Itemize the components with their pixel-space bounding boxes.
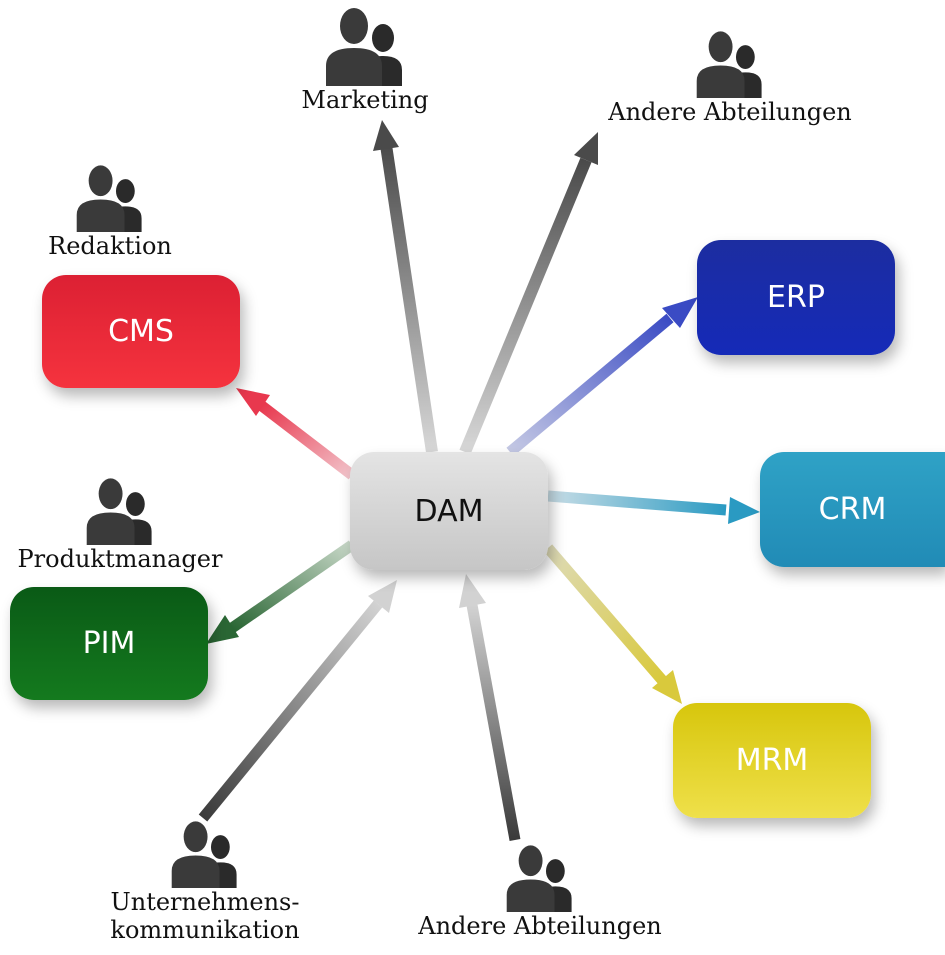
people-icon (171, 821, 237, 888)
dam-label: DAM (414, 493, 484, 529)
crm-node[interactable]: CRM (760, 452, 945, 567)
people-icon (76, 165, 142, 232)
arrow-dam-to-cms (236, 388, 356, 480)
people-icon (326, 8, 402, 86)
crm-label: CRM (818, 492, 887, 527)
arrow-dam-to-pim (206, 540, 356, 644)
stakeholder-unternehmenskommunikation: Unternehmens- kommunikation (100, 818, 310, 944)
pim-label: PIM (82, 626, 136, 661)
arrow-unternehmen-to-dam (198, 580, 397, 822)
arrow-dam-to-erp (506, 297, 698, 457)
stakeholder-label-line-1: Unternehmens- (110, 888, 300, 916)
people-icon (696, 31, 762, 98)
arrow-dam-to-crm (547, 490, 760, 524)
people-icon (506, 845, 572, 912)
stakeholder-redaktion: Redaktion (40, 162, 180, 260)
arrow-dam-to-andere-top (459, 132, 598, 455)
mrm-label: MRM (735, 743, 809, 778)
stakeholder-label: Redaktion (48, 232, 172, 260)
stakeholder-label: Andere Abteilungen (418, 912, 662, 940)
arrow-andere-bottom-to-dam (459, 574, 521, 841)
cms-node[interactable]: CMS (42, 275, 240, 388)
stakeholder-label: Produktmanager (17, 545, 223, 573)
stakeholder-label: Unternehmens- kommunikation (110, 888, 299, 944)
stakeholder-andere-abteilungen-bottom: Andere Abteilungen (405, 842, 675, 940)
pim-node[interactable]: PIM (10, 587, 208, 700)
stakeholder-produktmanager: Produktmanager (10, 475, 230, 573)
dam-node[interactable]: DAM (350, 452, 548, 570)
stakeholder-marketing: Marketing (295, 4, 435, 114)
cms-label: CMS (108, 314, 174, 349)
stakeholder-label-line-2: kommunikation (110, 916, 300, 944)
people-icon (86, 478, 152, 545)
stakeholder-label: Marketing (301, 86, 429, 114)
mrm-node[interactable]: MRM (673, 703, 871, 818)
arrow-dam-to-marketing (373, 120, 438, 453)
arrow-dam-to-mrm (543, 544, 682, 704)
stakeholder-label: Andere Abteilungen (608, 98, 852, 126)
stakeholder-andere-abteilungen-top: Andere Abteilungen (595, 28, 865, 126)
erp-node[interactable]: ERP (697, 240, 895, 355)
erp-label: ERP (767, 280, 825, 315)
